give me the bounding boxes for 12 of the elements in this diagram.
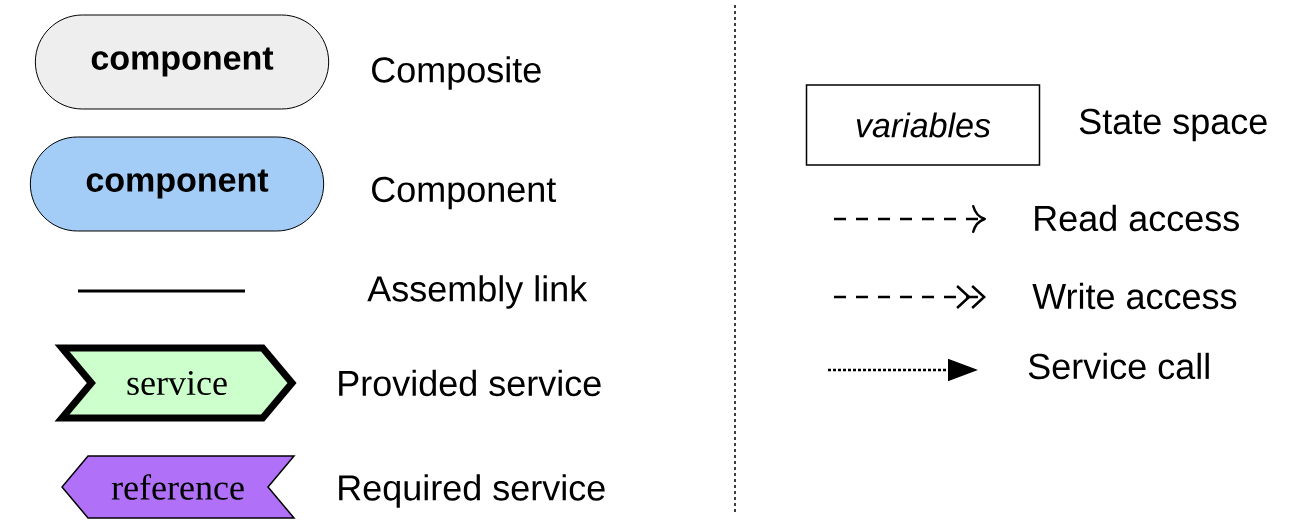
legend-label: Service call — [1028, 352, 1209, 380]
rounded-box: component — [34, 14, 330, 110]
legend-label: Read access — [1035, 204, 1239, 232]
legend-label: Write access — [1032, 282, 1237, 310]
shape-caption: State space — [1079, 108, 1267, 142]
shape-caption: Component — [372, 176, 556, 210]
shape-caption: Required service — [339, 474, 605, 508]
rectangle-box: variables — [805, 84, 1041, 166]
legend-label: Assembly link — [367, 275, 588, 309]
shape-caption: Composite — [372, 56, 541, 90]
shape-caption: Provided service — [339, 369, 601, 397]
rounded-box: component — [29, 136, 325, 232]
